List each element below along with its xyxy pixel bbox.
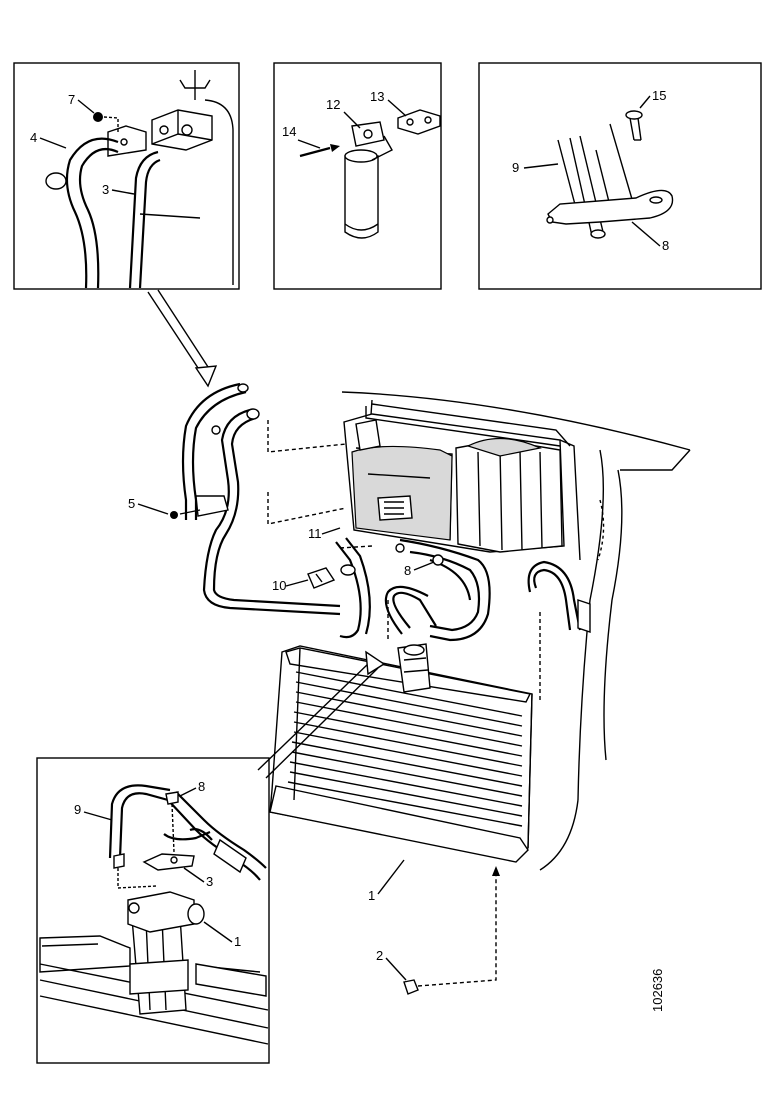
inset-left-leader [147,289,218,388]
callout-9-bottom: 9 [74,802,81,817]
inset-right-drawing [546,110,674,239]
callout-3: 3 [102,182,109,197]
callout-5: 5 [128,496,135,511]
callout-8-bottom: 8 [198,779,205,794]
callout-9-top: 9 [512,160,519,175]
callout-14: 14 [282,124,296,139]
inset-frame-middle [273,62,442,290]
callout-4: 4 [30,130,37,145]
inset-bottom-drawing [39,784,269,1045]
inset-middle-drawing [299,109,441,239]
refrigerant-pipes [170,382,591,700]
inset-frame-bottom [36,757,270,1064]
condenser [269,643,533,863]
inset-frame-right [478,62,762,290]
callout-8-top: 8 [662,238,669,253]
callout-1-bottom: 1 [234,934,241,949]
callout-11: 11 [308,526,322,541]
callout-15: 15 [652,88,666,103]
callout-3-bottom: 3 [206,874,213,889]
callout-8-main: 8 [404,563,411,578]
evaporator-housing [343,403,571,553]
callout-1-main: 1 [368,888,375,903]
callout-12: 12 [326,97,340,112]
bolt-2 [403,866,500,995]
callout-13: 13 [370,89,384,104]
callout-2: 2 [376,948,383,963]
inset-frame-left [13,62,240,290]
callout-7: 7 [68,92,75,107]
inset-bottom-leader [257,650,386,779]
inset-left-drawing [45,70,234,289]
callout-10: 10 [272,578,286,593]
drawing-reference-number: 102636 [650,969,665,1012]
